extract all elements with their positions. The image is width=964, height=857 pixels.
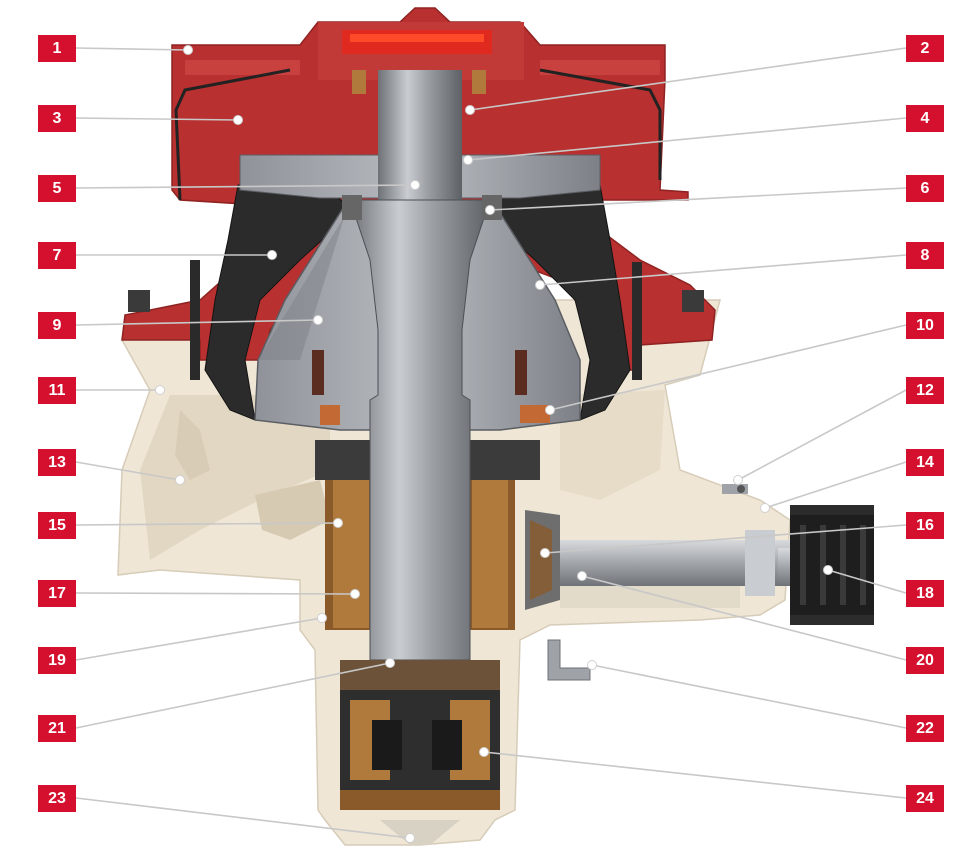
leader-line-4 xyxy=(467,117,907,161)
callout-label-20: 20 xyxy=(906,646,944,674)
anchor-dot-5 xyxy=(410,180,420,190)
callout-label-6: 6 xyxy=(906,174,944,202)
leader-line-2 xyxy=(469,47,907,111)
anchor-dot-22 xyxy=(587,660,597,670)
anchor-dot-9 xyxy=(313,315,323,325)
leader-line-16 xyxy=(544,524,907,554)
leader-line-3 xyxy=(75,117,239,121)
anchor-dot-16 xyxy=(540,548,550,558)
callout-label-3: 3 xyxy=(38,104,76,132)
anchor-dot-23 xyxy=(405,833,415,843)
leader-line-14 xyxy=(764,461,907,509)
anchor-dot-18 xyxy=(823,565,833,575)
anchor-dot-6 xyxy=(485,205,495,215)
callout-label-11: 11 xyxy=(38,376,76,404)
leader-line-17 xyxy=(75,592,356,595)
callout-label-1: 1 xyxy=(38,34,76,62)
anchor-dot-2 xyxy=(465,105,475,115)
leader-lines xyxy=(75,45,907,843)
anchor-dot-8 xyxy=(535,280,545,290)
callout-label-18: 18 xyxy=(906,579,944,607)
main-shaft xyxy=(342,70,502,661)
leader-line-15 xyxy=(75,522,339,526)
leader-line-10 xyxy=(549,324,907,411)
callout-label-16: 16 xyxy=(906,511,944,539)
callout-label-8: 8 xyxy=(906,241,944,269)
leader-line-18 xyxy=(827,569,907,594)
anchor-dot-12 xyxy=(733,475,743,485)
anchor-dot-1 xyxy=(183,45,193,55)
anchor-dot-20 xyxy=(577,571,587,581)
step-bearing xyxy=(340,660,500,845)
leader-line-6 xyxy=(489,187,907,211)
leader-line-22 xyxy=(591,664,907,729)
callout-label-23: 23 xyxy=(38,784,76,812)
leader-line-24 xyxy=(483,751,907,799)
anchor-dot-21 xyxy=(385,658,395,668)
anchor-dot-11 xyxy=(155,385,165,395)
anchor-dot-3 xyxy=(233,115,243,125)
sheave xyxy=(790,505,874,625)
leader-line-1 xyxy=(75,47,189,51)
leader-line-13 xyxy=(75,461,181,481)
anchor-dot-14 xyxy=(760,503,770,513)
callout-label-13: 13 xyxy=(38,448,76,476)
callout-label-21: 21 xyxy=(38,714,76,742)
callout-label-24: 24 xyxy=(906,784,944,812)
anchor-dot-4 xyxy=(463,155,473,165)
callout-label-4: 4 xyxy=(906,104,944,132)
callout-label-19: 19 xyxy=(38,646,76,674)
leader-line-19 xyxy=(75,617,323,661)
callout-label-7: 7 xyxy=(38,241,76,269)
anchor-dot-7 xyxy=(267,250,277,260)
anchor-dot-15 xyxy=(333,518,343,528)
anchor-dot-10 xyxy=(545,405,555,415)
callout-label-15: 15 xyxy=(38,511,76,539)
leader-line-8 xyxy=(539,254,907,286)
anchor-dot-13 xyxy=(175,475,185,485)
callout-label-14: 14 xyxy=(906,448,944,476)
anchor-dot-17 xyxy=(350,589,360,599)
anchor-dot-19 xyxy=(317,613,327,623)
leader-line-23 xyxy=(75,797,411,839)
callout-label-22: 22 xyxy=(906,714,944,742)
callout-label-5: 5 xyxy=(38,174,76,202)
callout-label-2: 2 xyxy=(906,34,944,62)
leader-line-21 xyxy=(75,662,391,729)
leader-line-5 xyxy=(75,184,416,189)
leader-line-9 xyxy=(75,319,319,326)
callout-label-10: 10 xyxy=(906,311,944,339)
callout-label-12: 12 xyxy=(906,376,944,404)
anchor-dot-24 xyxy=(479,747,489,757)
leader-line-20 xyxy=(581,575,907,661)
callout-label-17: 17 xyxy=(38,579,76,607)
leader-line-12 xyxy=(737,389,907,481)
callout-label-9: 9 xyxy=(38,311,76,339)
